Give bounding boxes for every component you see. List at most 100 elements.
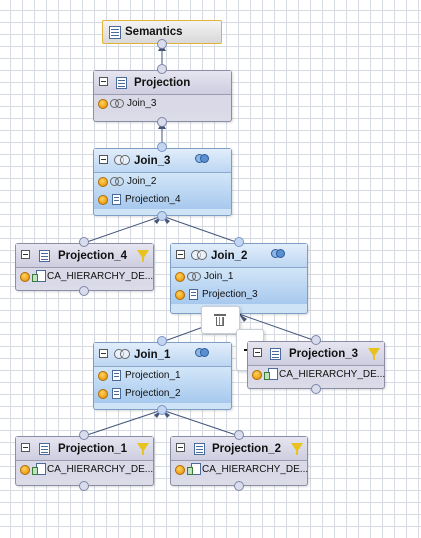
input-dot-icon [98,195,108,205]
input-dot-icon [175,290,185,300]
input-row[interactable]: CA_HIERARCHY_DE... [16,268,153,286]
delete-context-button[interactable] [201,306,240,334]
join-1-node[interactable]: Join_1 Projection_1 Projection_2 [93,342,232,410]
input-label: CA_HIERARCHY_DE... [279,369,386,380]
collapse-icon[interactable] [99,77,108,86]
semantics-input-port[interactable] [157,39,167,49]
input-label: Join_1 [204,271,234,282]
collapse-icon[interactable] [21,443,30,452]
collapse-icon[interactable] [176,443,185,452]
join-icon [191,250,207,261]
input-dot-icon [20,465,30,475]
input-row[interactable]: CA_HIERARCHY_DE... [248,366,386,384]
filter-icon[interactable] [368,348,380,360]
projection-3-output-port[interactable] [311,335,321,345]
input-dot-icon [175,272,185,282]
semantics-title: Semantics [125,26,183,38]
join-icon [110,177,124,187]
node-title: Join_3 [134,155,171,167]
collapse-icon[interactable] [253,348,262,357]
input-label: Projection_4 [125,194,181,205]
collapse-icon[interactable] [176,250,185,259]
join-3-input-port[interactable] [157,211,167,221]
trash-icon [214,314,226,326]
input-row[interactable]: Projection_4 [94,191,231,209]
join-1-output-port[interactable] [157,336,167,346]
table-icon [112,194,121,205]
projection-4-output-port[interactable] [79,237,89,247]
table-icon [112,388,121,399]
projection-2-output-port[interactable] [234,430,244,440]
node-title: Join_1 [134,349,171,361]
input-dot-icon [98,371,108,381]
venn-icon[interactable] [195,154,209,165]
venn-icon[interactable] [271,249,285,260]
input-row[interactable]: Join_3 [94,95,231,113]
node-title: Projection_2 [212,443,282,455]
filter-icon[interactable] [137,250,149,262]
projection-2-input-port[interactable] [234,481,244,491]
input-label: Join_3 [127,98,157,109]
node-title: Projection_4 [58,250,128,262]
collapse-icon[interactable] [21,250,30,259]
input-label: Projection_3 [202,289,258,300]
table-icon [194,443,205,455]
filter-icon[interactable] [291,443,303,455]
input-row[interactable]: Projection_2 [94,385,231,403]
input-dot-icon [175,465,185,475]
table-icon [39,443,50,455]
join-3-output-port[interactable] [157,142,167,152]
projection-top-node[interactable]: Projection Join_3 [93,70,232,122]
node-title: Projection_3 [289,348,359,360]
projection-3-input-port[interactable] [311,384,321,394]
join-icon [110,99,124,109]
input-dot-icon [98,177,108,187]
input-label: Join_2 [127,176,157,187]
join-2-output-port[interactable] [234,237,244,247]
filter-icon[interactable] [137,443,149,455]
input-row[interactable]: Projection_1 [94,367,231,385]
node-title: Projection_1 [58,443,128,455]
input-row[interactable]: CA_HIERARCHY_DE... [171,461,309,479]
input-row[interactable]: Join_2 [94,173,231,191]
collapse-icon[interactable] [99,155,108,164]
join-icon [114,349,130,360]
join-icon [114,155,130,166]
input-label: CA_HIERARCHY_DE... [47,271,154,282]
projection-4-node[interactable]: Projection_4 CA_HIERARCHY_DE... [15,243,154,291]
join-2-node[interactable]: Join_2 Join_1 Projection_3 [170,243,308,314]
input-label: CA_HIERARCHY_DE... [202,464,309,475]
input-dot-icon [98,99,108,109]
join-1-input-port[interactable] [157,405,167,415]
input-label: Projection_2 [125,388,181,399]
projection-4-input-port[interactable] [79,286,89,296]
input-row[interactable]: Join_1 [171,268,307,286]
projection-2-node[interactable]: Projection_2 CA_HIERARCHY_DE... [170,436,308,486]
projection-top-input-port[interactable] [157,117,167,127]
semantics-icon [109,26,121,39]
input-row[interactable]: CA_HIERARCHY_DE... [16,461,153,479]
input-row[interactable]: Projection_3 [171,286,307,304]
table-icon [39,250,50,262]
input-dot-icon [20,272,30,282]
venn-icon[interactable] [195,348,209,359]
input-dot-icon [252,370,262,380]
collapse-icon[interactable] [99,349,108,358]
catalog-table-icon [32,463,46,476]
join-3-node[interactable]: Join_3 Join_2 Projection_4 [93,148,232,216]
table-icon [189,289,198,300]
catalog-table-icon [264,368,278,381]
node-title: Join_2 [211,250,248,262]
projection-top-output-port[interactable] [157,64,167,74]
input-label: Projection_1 [125,370,181,381]
projection-1-output-port[interactable] [79,430,89,440]
semantics-node[interactable]: Semantics [102,20,222,44]
input-label: CA_HIERARCHY_DE... [47,464,154,475]
catalog-table-icon [32,270,46,283]
projection-1-node[interactable]: Projection_1 CA_HIERARCHY_DE... [15,436,154,486]
table-icon [270,348,281,360]
projection-3-node[interactable]: Projection_3 CA_HIERARCHY_DE... [247,341,385,389]
join-icon [187,272,201,282]
projection-1-input-port[interactable] [79,481,89,491]
table-icon [116,77,127,89]
